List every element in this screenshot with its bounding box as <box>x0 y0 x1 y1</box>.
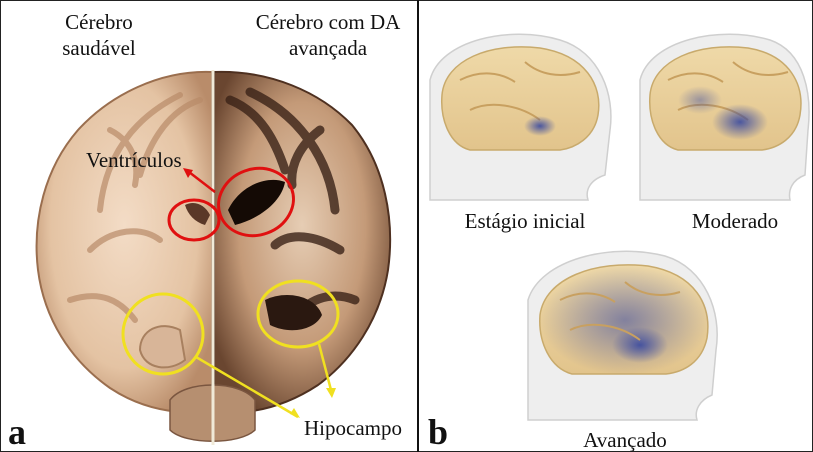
healthy-brain-label-line1: Cérebro <box>44 10 154 34</box>
ad-brain-label-line1: Cérebro com DA <box>238 10 418 34</box>
panel-b-letter: b <box>428 414 448 450</box>
stage-early-label: Estágio inicial <box>450 209 600 233</box>
head-advanced-stage <box>528 251 717 420</box>
healthy-brain-label-line2: saudável <box>44 36 154 60</box>
head-moderate-stage <box>640 34 809 200</box>
panel-a-letter: a <box>8 414 26 450</box>
stage-advanced-label: Avançado <box>560 428 690 452</box>
stage-moderate-label: Moderado <box>680 209 790 233</box>
hippocampus-label: Hipocampo <box>304 416 402 440</box>
panel-divider <box>417 0 419 452</box>
ad-brain-label-line2: avançada <box>238 36 418 60</box>
head-early-stage <box>430 34 611 200</box>
ventricles-label: Ventrículos <box>86 148 182 172</box>
